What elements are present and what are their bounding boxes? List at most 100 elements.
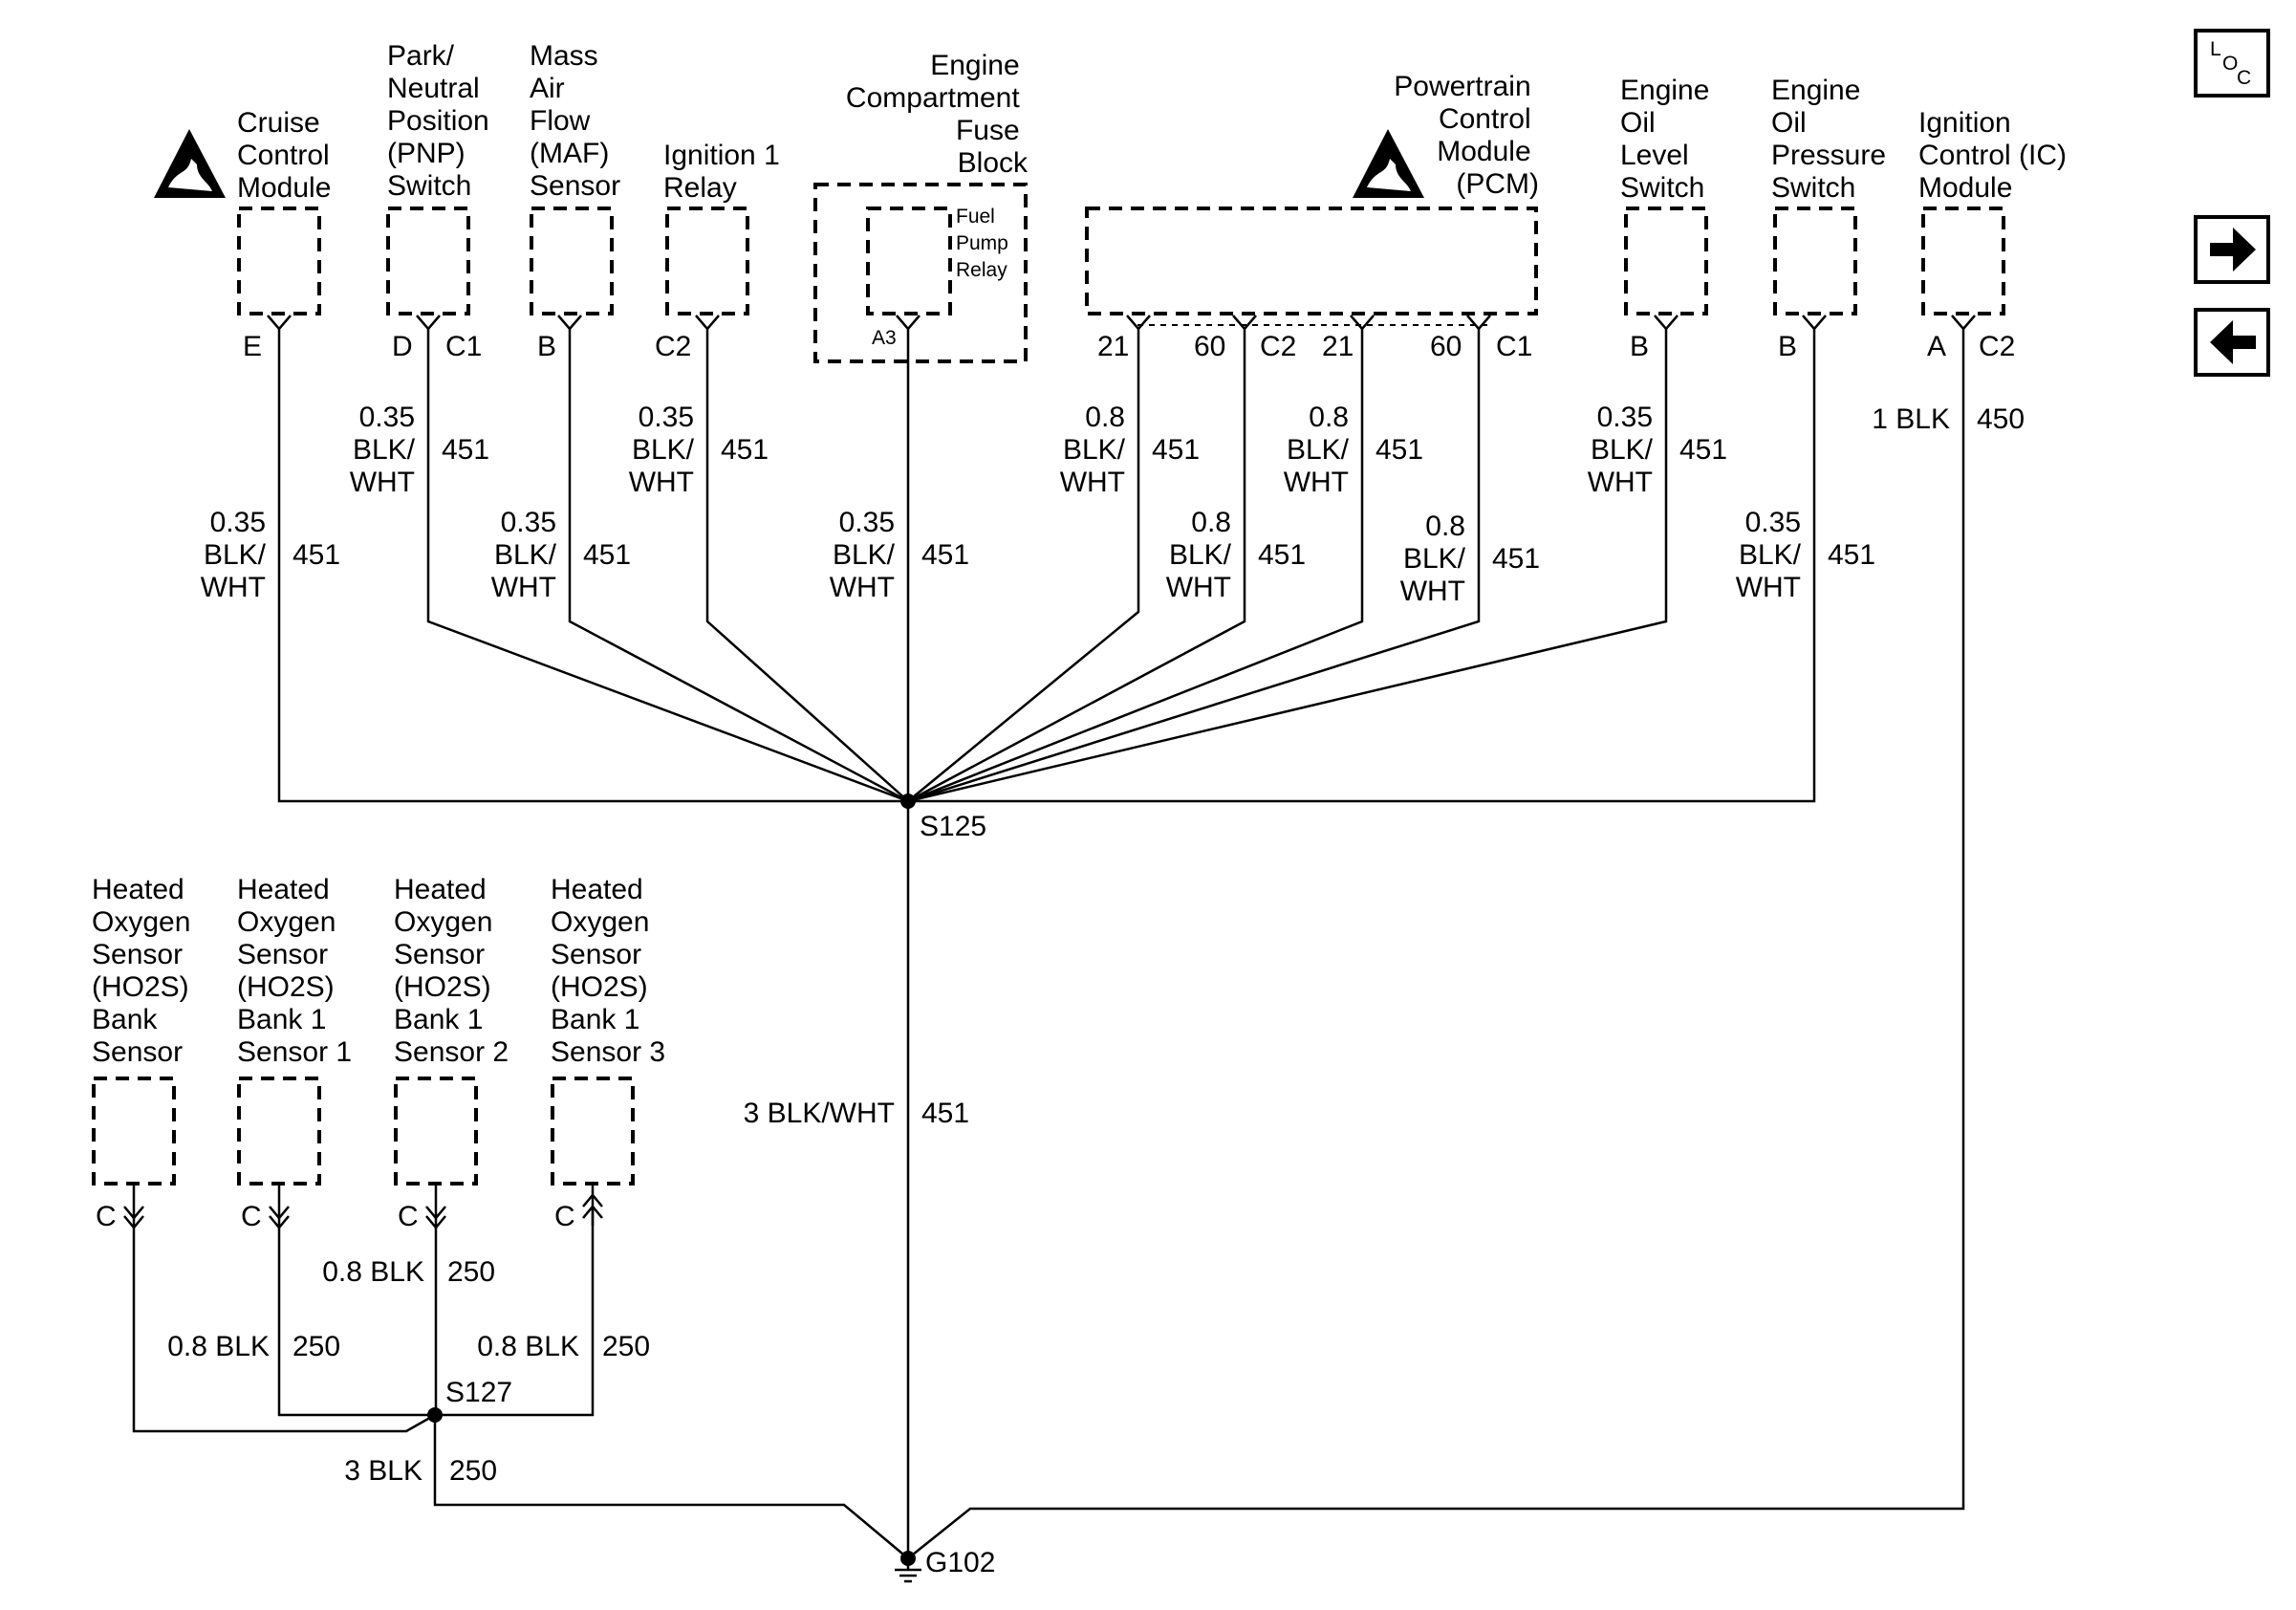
svg-text:0.8 BLK: 0.8 BLK <box>322 1256 424 1288</box>
arrow-left-icon <box>2210 320 2256 364</box>
wires-to-s127 <box>132 1208 909 1559</box>
wire-label-ic: 1 BLK 450 <box>1872 403 2025 435</box>
wires-to-s125 <box>277 329 1965 1559</box>
splice-s125-dot <box>900 794 916 809</box>
svg-text:1 BLK: 1 BLK <box>1872 403 1950 435</box>
svg-text:250: 250 <box>449 1455 497 1487</box>
pcm-box <box>1085 207 1538 315</box>
maf-sensor-label: Mass Air Flow (MAF) Sensor <box>530 40 620 202</box>
connector-label: C2 <box>1260 331 1296 362</box>
wire-label-ho2s-s2: 0.8 BLK 250 <box>322 1256 495 1288</box>
svg-text:451: 451 <box>1152 434 1200 466</box>
svg-text:451: 451 <box>721 434 769 466</box>
pin-label: 60 <box>1430 331 1462 362</box>
svg-text:451: 451 <box>292 539 340 571</box>
oil-level-switch-label: Engine Oil Level Switch <box>1620 75 1718 204</box>
svg-text:451: 451 <box>1679 434 1727 466</box>
ho2s-bank-sensor-label: Heated Oxygen Sensor (HO2S) Bank Sensor <box>92 874 199 1068</box>
pnp-switch-box <box>386 207 470 315</box>
svg-text:250: 250 <box>292 1331 340 1362</box>
next-page-button[interactable] <box>2194 215 2270 284</box>
pin-label: 21 <box>1322 331 1354 362</box>
ho2s-bank1-sensor2-label: Heated Oxygen Sensor (HO2S) Bank 1 Senso… <box>394 874 509 1068</box>
svg-text:451: 451 <box>921 1098 969 1129</box>
ho2s-connector-marks <box>123 1184 603 1229</box>
pin-label: D <box>392 331 413 362</box>
cruise-control-module-label: Cruise Control Module <box>237 107 337 204</box>
ground-g102-label: G102 <box>925 1547 995 1578</box>
loc-o-letter: O <box>2222 53 2238 75</box>
fuel-pump-relay-box <box>866 207 952 315</box>
splice-s127-label: S127 <box>445 1377 512 1408</box>
connector-label: C2 <box>1979 331 2015 362</box>
connector-label: C1 <box>1496 331 1532 362</box>
oil-pressure-switch-label: Engine Oil Pressure Switch <box>1771 75 1894 204</box>
pin-label: C <box>554 1201 575 1232</box>
svg-text:451: 451 <box>583 539 631 571</box>
loc-l-letter: L <box>2210 38 2221 60</box>
ho2s-bank-sensor-box <box>92 1077 176 1186</box>
wire-label-ho2s-bank: 0.8 BLK 250 <box>167 1331 340 1362</box>
pin-label: C <box>241 1201 262 1232</box>
svg-text:451: 451 <box>1375 434 1423 466</box>
svg-text:451: 451 <box>442 434 489 466</box>
wire-label-ground: 3 BLK 250 <box>344 1455 497 1487</box>
ignition-1-relay-box <box>665 207 749 315</box>
wire-label-ho2s-s3: 0.8 BLK 250 <box>477 1331 650 1362</box>
fuse-block-label: Engine Compartment Fuse Block <box>846 50 1029 179</box>
pin-label: C <box>96 1201 117 1232</box>
connector-label: C1 <box>445 331 482 362</box>
cruise-control-module-box <box>237 207 321 315</box>
location-button[interactable]: L O C <box>2194 29 2270 98</box>
ground-icon <box>895 1558 921 1583</box>
loc-c-letter: C <box>2237 67 2251 89</box>
fuse-block-box <box>813 183 1028 363</box>
esd-warning-icon <box>154 129 226 198</box>
pin-label: A <box>1927 331 1946 362</box>
ic-module-label: Ignition Control (IC) Module <box>1918 107 2074 204</box>
splice-s127-dot <box>427 1407 443 1423</box>
svg-text:451: 451 <box>1492 543 1540 575</box>
pin-label: E <box>243 331 262 362</box>
pcm-label: Powertrain Control Module (PCM) <box>1394 71 1539 200</box>
oil-level-switch-box <box>1624 207 1708 315</box>
pin-label: 21 <box>1097 331 1129 362</box>
oil-pressure-switch-box <box>1773 207 1857 315</box>
pnp-switch-label: Park/ Neutral Position (PNP) Switch <box>387 40 497 202</box>
svg-text:451: 451 <box>1258 539 1306 571</box>
ho2s-bank1-sensor1-box <box>237 1077 321 1186</box>
maf-sensor-box <box>530 207 614 315</box>
pin-label: A3 <box>872 327 897 349</box>
ho2s-bank1-sensor1-label: Heated Oxygen Sensor (HO2S) Bank 1 Senso… <box>237 874 352 1068</box>
svg-text:451: 451 <box>921 539 969 571</box>
connector-label: C2 <box>655 331 691 362</box>
svg-text:250: 250 <box>447 1256 495 1288</box>
svg-text:3 BLK/WHT: 3 BLK/WHT <box>744 1098 895 1129</box>
pin-label: B <box>1778 331 1797 362</box>
svg-text:0.8 BLK: 0.8 BLK <box>477 1331 579 1362</box>
previous-page-button[interactable] <box>2194 308 2270 377</box>
svg-text:3 BLK: 3 BLK <box>344 1455 422 1487</box>
arrow-right-icon <box>2210 228 2256 272</box>
ignition-1-relay-label: Ignition 1 Relay <box>663 140 788 204</box>
pin-label: B <box>537 331 556 362</box>
ho2s-bank1-sensor3-label: Heated Oxygen Sensor (HO2S) Bank 1 Senso… <box>551 874 665 1068</box>
svg-text:0.8 BLK: 0.8 BLK <box>167 1331 270 1362</box>
